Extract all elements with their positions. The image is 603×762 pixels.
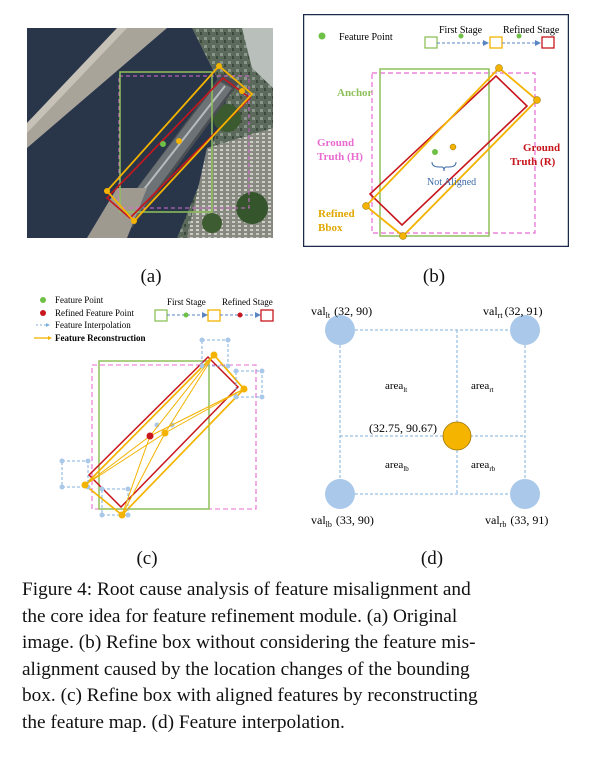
caption-line: box. (c) Refine box with aligned feature…	[22, 685, 478, 706]
legend-c-feature-point-label: Feature Point	[55, 295, 104, 305]
legend-refined-stage-box	[541, 36, 555, 49]
legend-feature-point-label: Feature Point	[339, 32, 393, 43]
area-lb-label: arealb	[385, 459, 409, 473]
legend-first-stage-label: First Stage	[439, 25, 483, 36]
anchor-box	[379, 68, 490, 237]
panel-d-diagram: vallt(32, 90) valrt(32, 91) vallb(33, 90…	[311, 304, 548, 529]
area-rb-label: arearb	[471, 459, 496, 473]
area-rt-label: areart	[471, 380, 494, 394]
legend-refined-stage-label: Refined Stage	[503, 25, 560, 36]
refined-bbox-label-2: Bbox	[318, 222, 343, 234]
legend-c-feature-point-icon	[40, 297, 46, 303]
panel-c-diagram: Feature Point Refined Feature Point Feat…	[34, 295, 274, 519]
ground-truth-h-label-2: Truth (H)	[317, 151, 363, 163]
panel-a-label: (a)	[140, 266, 162, 287]
refined-bbox-label-1: Refined	[318, 208, 355, 220]
val-lb-label: vallb(33, 90)	[311, 513, 374, 529]
grid-node-rb	[510, 479, 540, 509]
legend-c-refined-stage-box	[260, 309, 274, 322]
panel-a-aerial-image	[27, 28, 273, 238]
panel-d-label: (d)	[420, 548, 444, 569]
legend-c-first-stage-box	[207, 309, 221, 322]
caption-line: the core idea for feature refinement mod…	[22, 605, 458, 627]
panel-b-label: (b)	[422, 266, 446, 287]
panel-c-label: (c)	[136, 548, 158, 569]
legend-c-first-stage-label: First Stage	[167, 297, 206, 307]
area-lt-label: arealt	[385, 380, 407, 394]
legend-feature-point-icon	[318, 32, 326, 40]
ground-truth-h-box	[371, 72, 536, 234]
grid-node-rt	[510, 315, 540, 345]
panel-b-diagram: Feature Point First Stage Refined Stage …	[303, 14, 569, 247]
caption-line: Figure 4: Root cause analysis of feature…	[22, 579, 471, 600]
interpolated-point	[442, 421, 472, 451]
figure-caption: Figure 4: Root cause analysis of feature…	[22, 577, 582, 736]
grid-node-lb	[325, 479, 355, 509]
ground-truth-r-label-1: Ground	[523, 142, 560, 154]
caption-line: image. (b) Refine box without considerin…	[22, 632, 476, 653]
grid-node-lt	[325, 315, 355, 345]
val-rt-label: valrt(32, 91)	[483, 304, 543, 320]
val-lt-label: vallt(32, 90)	[311, 304, 372, 320]
caption-line: alignment caused by the location changes…	[22, 658, 470, 680]
legend-c-feature-reconstruction-label: Feature Reconstruction	[55, 333, 146, 343]
legend-c-anchor-box	[154, 309, 168, 322]
ground-truth-r-label-2: Truth (R)	[510, 156, 556, 168]
legend-c-refined-feature-point-icon	[40, 310, 46, 316]
legend-c-refined-feature-point-label: Refined Feature Point	[55, 308, 134, 318]
ground-truth-h-label-1: Ground	[317, 137, 354, 149]
val-rb-label: valrb(33, 91)	[485, 513, 548, 529]
caption-line: the feature map. (d) Feature interpolati…	[22, 711, 345, 733]
not-aligned-label: Not Aligned	[427, 177, 476, 188]
anchor-label: Anchor	[337, 87, 373, 99]
center-coords-label: (32.75, 90.67)	[369, 421, 437, 435]
legend-c-feature-interpolation-label: Feature Interpolation	[55, 320, 131, 330]
legend-c-refined-stage-label: Refined Stage	[222, 297, 273, 307]
